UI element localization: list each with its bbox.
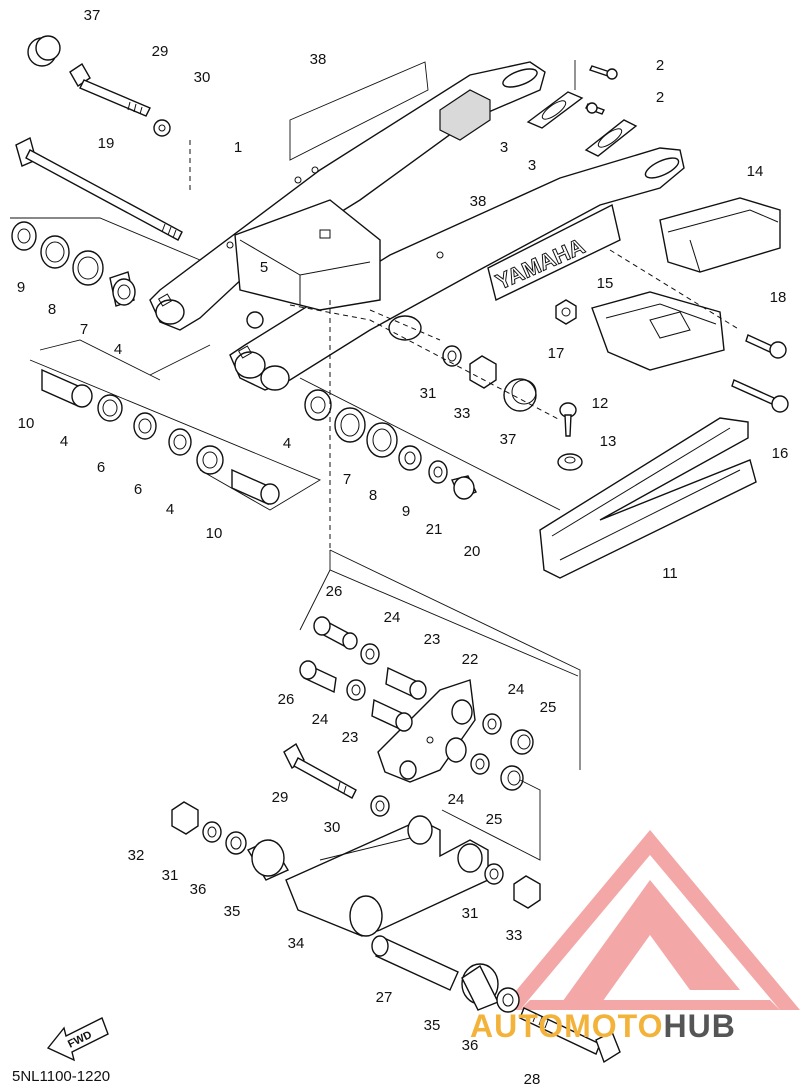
callout-c35a: 35 bbox=[224, 903, 241, 920]
bolt-16 bbox=[731, 379, 789, 413]
washer-30-top bbox=[153, 119, 171, 137]
relay-arm-22 bbox=[377, 679, 476, 783]
upper-leader-lines bbox=[10, 60, 741, 770]
chain-guide-14 bbox=[659, 197, 781, 273]
callout-c19: 19 bbox=[98, 135, 115, 152]
callout-c16: 16 bbox=[772, 445, 789, 462]
bolt-29-top bbox=[69, 63, 151, 117]
callout-c15: 15 bbox=[597, 275, 614, 292]
watermark-triangle-logo bbox=[500, 830, 800, 1010]
callout-c7b: 7 bbox=[343, 471, 351, 488]
callout-c38a: 38 bbox=[310, 51, 327, 68]
callout-c23a: 23 bbox=[424, 631, 441, 648]
callout-c25a: 25 bbox=[540, 699, 557, 716]
callout-c26a: 26 bbox=[326, 583, 343, 600]
callout-c9a: 9 bbox=[17, 279, 25, 296]
watermark-text-part2: HUB bbox=[663, 1008, 736, 1044]
swingarm bbox=[149, 61, 685, 391]
chain-guide-15 bbox=[591, 291, 725, 371]
callout-c37b: 37 bbox=[500, 431, 517, 448]
nut-17 bbox=[555, 299, 577, 325]
callout-c4c: 4 bbox=[166, 501, 174, 518]
watermark-logo-text: AUTOMOTOHUB bbox=[470, 1008, 800, 1048]
callout-c14: 14 bbox=[747, 163, 764, 180]
callout-c36a: 36 bbox=[190, 881, 207, 898]
callout-c24d: 24 bbox=[448, 791, 465, 808]
callout-c17: 17 bbox=[548, 345, 565, 362]
callout-c6a: 6 bbox=[97, 459, 105, 476]
callout-c3a: 3 bbox=[500, 139, 508, 156]
callout-c37a: 37 bbox=[84, 7, 101, 24]
callout-c33a: 33 bbox=[454, 405, 471, 422]
callout-c6b: 6 bbox=[134, 481, 142, 498]
callout-c24a: 24 bbox=[384, 609, 401, 626]
callout-c27: 27 bbox=[376, 989, 393, 1006]
bolt-18 bbox=[745, 334, 787, 359]
linkage-hardware-lower-right bbox=[484, 863, 541, 909]
callout-c3b: 3 bbox=[528, 157, 536, 174]
callout-c1: 1 bbox=[234, 139, 242, 156]
linkage-hardware-lower-left bbox=[171, 801, 290, 881]
callout-c26b: 26 bbox=[278, 691, 295, 708]
callout-c24b: 24 bbox=[312, 711, 329, 728]
callout-c29b: 29 bbox=[272, 789, 289, 806]
callout-c31b: 31 bbox=[162, 867, 179, 884]
callout-c22: 22 bbox=[462, 651, 479, 668]
callout-c34: 34 bbox=[288, 935, 305, 952]
callout-c7a: 7 bbox=[80, 321, 88, 338]
pivot-shaft-19 bbox=[15, 136, 183, 241]
callout-c38b: 38 bbox=[470, 193, 487, 210]
adjuster-screws-plates bbox=[526, 65, 638, 157]
callout-c21: 21 bbox=[426, 521, 443, 538]
callout-c31c: 31 bbox=[462, 905, 479, 922]
callout-c4b: 4 bbox=[60, 433, 68, 450]
callout-c35b: 35 bbox=[424, 1017, 441, 1034]
bearing-stack-left bbox=[11, 221, 136, 307]
callout-c4a: 4 bbox=[114, 341, 122, 358]
bushing-stack-lower-left bbox=[41, 368, 280, 506]
callout-c10a: 10 bbox=[18, 415, 35, 432]
callout-c29a: 29 bbox=[152, 43, 169, 60]
chain-slider-11 bbox=[539, 417, 757, 579]
decal-leader-frame bbox=[289, 61, 429, 161]
callout-c10b: 10 bbox=[206, 525, 223, 542]
cap-37-top bbox=[27, 35, 61, 67]
callout-c2b: 2 bbox=[656, 89, 664, 106]
linkage-bushings-upper bbox=[299, 616, 534, 791]
connecting-rod-34 bbox=[285, 815, 489, 937]
callout-c23b: 23 bbox=[342, 729, 359, 746]
callout-c24c: 24 bbox=[508, 681, 525, 698]
callout-c12: 12 bbox=[592, 395, 609, 412]
callout-c25b: 25 bbox=[486, 811, 503, 828]
diagram-code-label: 5NL1100-1220 bbox=[12, 1068, 111, 1085]
callout-c2a: 2 bbox=[656, 57, 664, 74]
bearing-stack-right bbox=[304, 389, 477, 500]
callout-c4d: 4 bbox=[283, 435, 291, 452]
callout-c20: 20 bbox=[464, 543, 481, 560]
callout-c31a: 31 bbox=[420, 385, 437, 402]
callout-c11: 11 bbox=[662, 565, 678, 582]
callout-c8b: 8 bbox=[369, 487, 377, 504]
lower-leader-lines bbox=[299, 550, 579, 861]
callout-c18: 18 bbox=[770, 289, 787, 306]
callout-c30a: 30 bbox=[194, 69, 211, 86]
watermark-text-part1: AUTOMOTO bbox=[470, 1008, 664, 1044]
pivot-hardware-right bbox=[442, 345, 537, 412]
callout-c5: 5 bbox=[260, 259, 268, 276]
fwd-arrow: FWD bbox=[46, 1017, 109, 1062]
callout-c13: 13 bbox=[600, 433, 617, 450]
callout-c33b: 33 bbox=[506, 927, 523, 944]
callout-c8a: 8 bbox=[48, 301, 56, 318]
collar-5 bbox=[246, 311, 264, 329]
callout-c36b: 36 bbox=[462, 1037, 479, 1054]
callout-c32: 32 bbox=[128, 847, 145, 864]
callout-c30b: 30 bbox=[324, 819, 341, 836]
callout-c28: 28 bbox=[524, 1071, 541, 1088]
linkage-hardware-bottom bbox=[371, 935, 621, 1064]
bolt-29-lower bbox=[283, 742, 390, 817]
screw-12-grommet-13 bbox=[557, 402, 583, 471]
callout-c9b: 9 bbox=[402, 503, 410, 520]
